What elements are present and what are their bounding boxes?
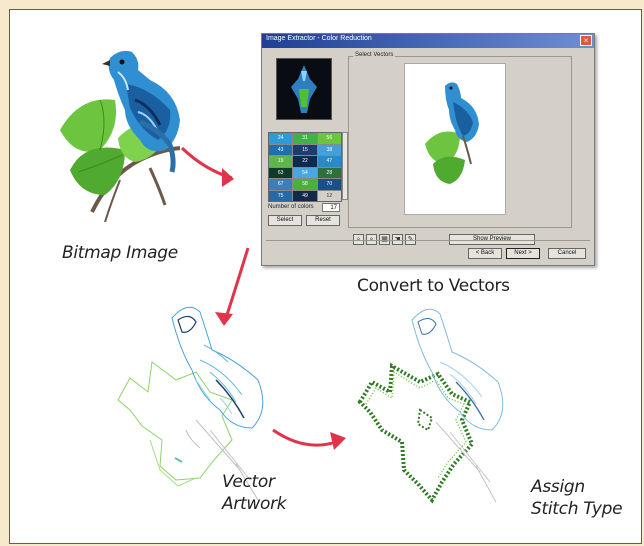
caption-vector-line2: Artwork [222, 494, 287, 514]
caption-convert-to-vectors: Convert to Vectors [357, 276, 510, 296]
color-swatch[interactable]: 54 [293, 167, 317, 178]
color-swatch[interactable]: 63 [269, 167, 293, 178]
color-swatch[interactable]: 24 [269, 133, 293, 144]
color-swatch[interactable]: 19 [269, 156, 293, 167]
stitch-type-image [357, 308, 504, 504]
fit-view-icon[interactable]: ▦ [379, 234, 390, 245]
color-swatch[interactable]: 67 [269, 179, 293, 190]
eyedropper-icon[interactable]: ✎ [405, 234, 416, 245]
swatch-scrollbar[interactable] [342, 132, 348, 200]
back-button[interactable]: < Back [468, 248, 502, 259]
caption-vector-line1: Vector [222, 472, 275, 492]
color-swatch[interactable]: 12 [317, 190, 341, 201]
color-swatch[interactable]: 43 [269, 144, 293, 155]
color-swatch[interactable]: 56 [317, 133, 341, 144]
bitmap-bird-image [60, 50, 181, 223]
image-extractor-dialog: Image Extractor - Color Reduction × 24 3… [261, 33, 595, 266]
color-swatch[interactable]: 49 [293, 190, 317, 201]
color-preview-thumbnail [276, 58, 332, 120]
dialog-divider [266, 240, 590, 241]
color-swatch[interactable]: 31 [293, 133, 317, 144]
caption-bitmap-image: Bitmap Image [62, 243, 178, 263]
number-of-colors-label: Number of colors [268, 204, 314, 210]
arrow-vector-to-assign [272, 428, 346, 450]
vector-artwork-image [117, 306, 264, 501]
dialog-title-bar: Image Extractor - Color Reduction × [262, 34, 594, 48]
dialog-title: Image Extractor - Color Reduction [266, 35, 372, 42]
color-swatch[interactable]: 75 [269, 190, 293, 201]
color-swatch-grid[interactable]: 24 31 56 43 15 38 19 22 47 63 54 28 67 5… [268, 132, 342, 202]
arrow-convert-to-vector [215, 247, 250, 326]
cancel-button[interactable]: Cancel [548, 248, 586, 259]
vector-preview-canvas [404, 63, 506, 215]
select-vectors-group: Select Vectors ⌕ ⌕ ▦ ☚ ✎ Show Preview [348, 52, 572, 245]
color-swatch[interactable]: 58 [293, 179, 317, 190]
number-of-colors-field[interactable]: 17 [322, 203, 340, 212]
zoom-in-icon[interactable]: ⌕ [353, 234, 364, 245]
color-swatch[interactable]: 15 [293, 144, 317, 155]
color-swatch[interactable]: 38 [317, 144, 341, 155]
reset-button[interactable]: Reset [306, 215, 340, 226]
zoom-out-icon[interactable]: ⌕ [366, 234, 377, 245]
caption-assign-line1: Assign [531, 477, 585, 497]
vector-preview-art [425, 82, 479, 184]
next-button[interactable]: Next > [506, 248, 540, 259]
show-preview-button[interactable]: Show Preview [449, 234, 535, 245]
caption-assign-line2: Stitch Type [531, 499, 623, 519]
select-button[interactable]: Select [268, 215, 302, 226]
color-swatch[interactable]: 28 [317, 167, 341, 178]
color-swatch[interactable]: 47 [317, 156, 341, 167]
color-swatch[interactable]: 22 [293, 156, 317, 167]
close-icon[interactable]: × [580, 35, 592, 46]
select-vectors-label: Select Vectors [353, 52, 396, 58]
pan-hand-icon[interactable]: ☚ [392, 234, 403, 245]
preview-thumbnail-art [291, 65, 317, 113]
arrow-bitmap-to-convert [180, 146, 234, 187]
color-swatch[interactable]: 70 [317, 179, 341, 190]
